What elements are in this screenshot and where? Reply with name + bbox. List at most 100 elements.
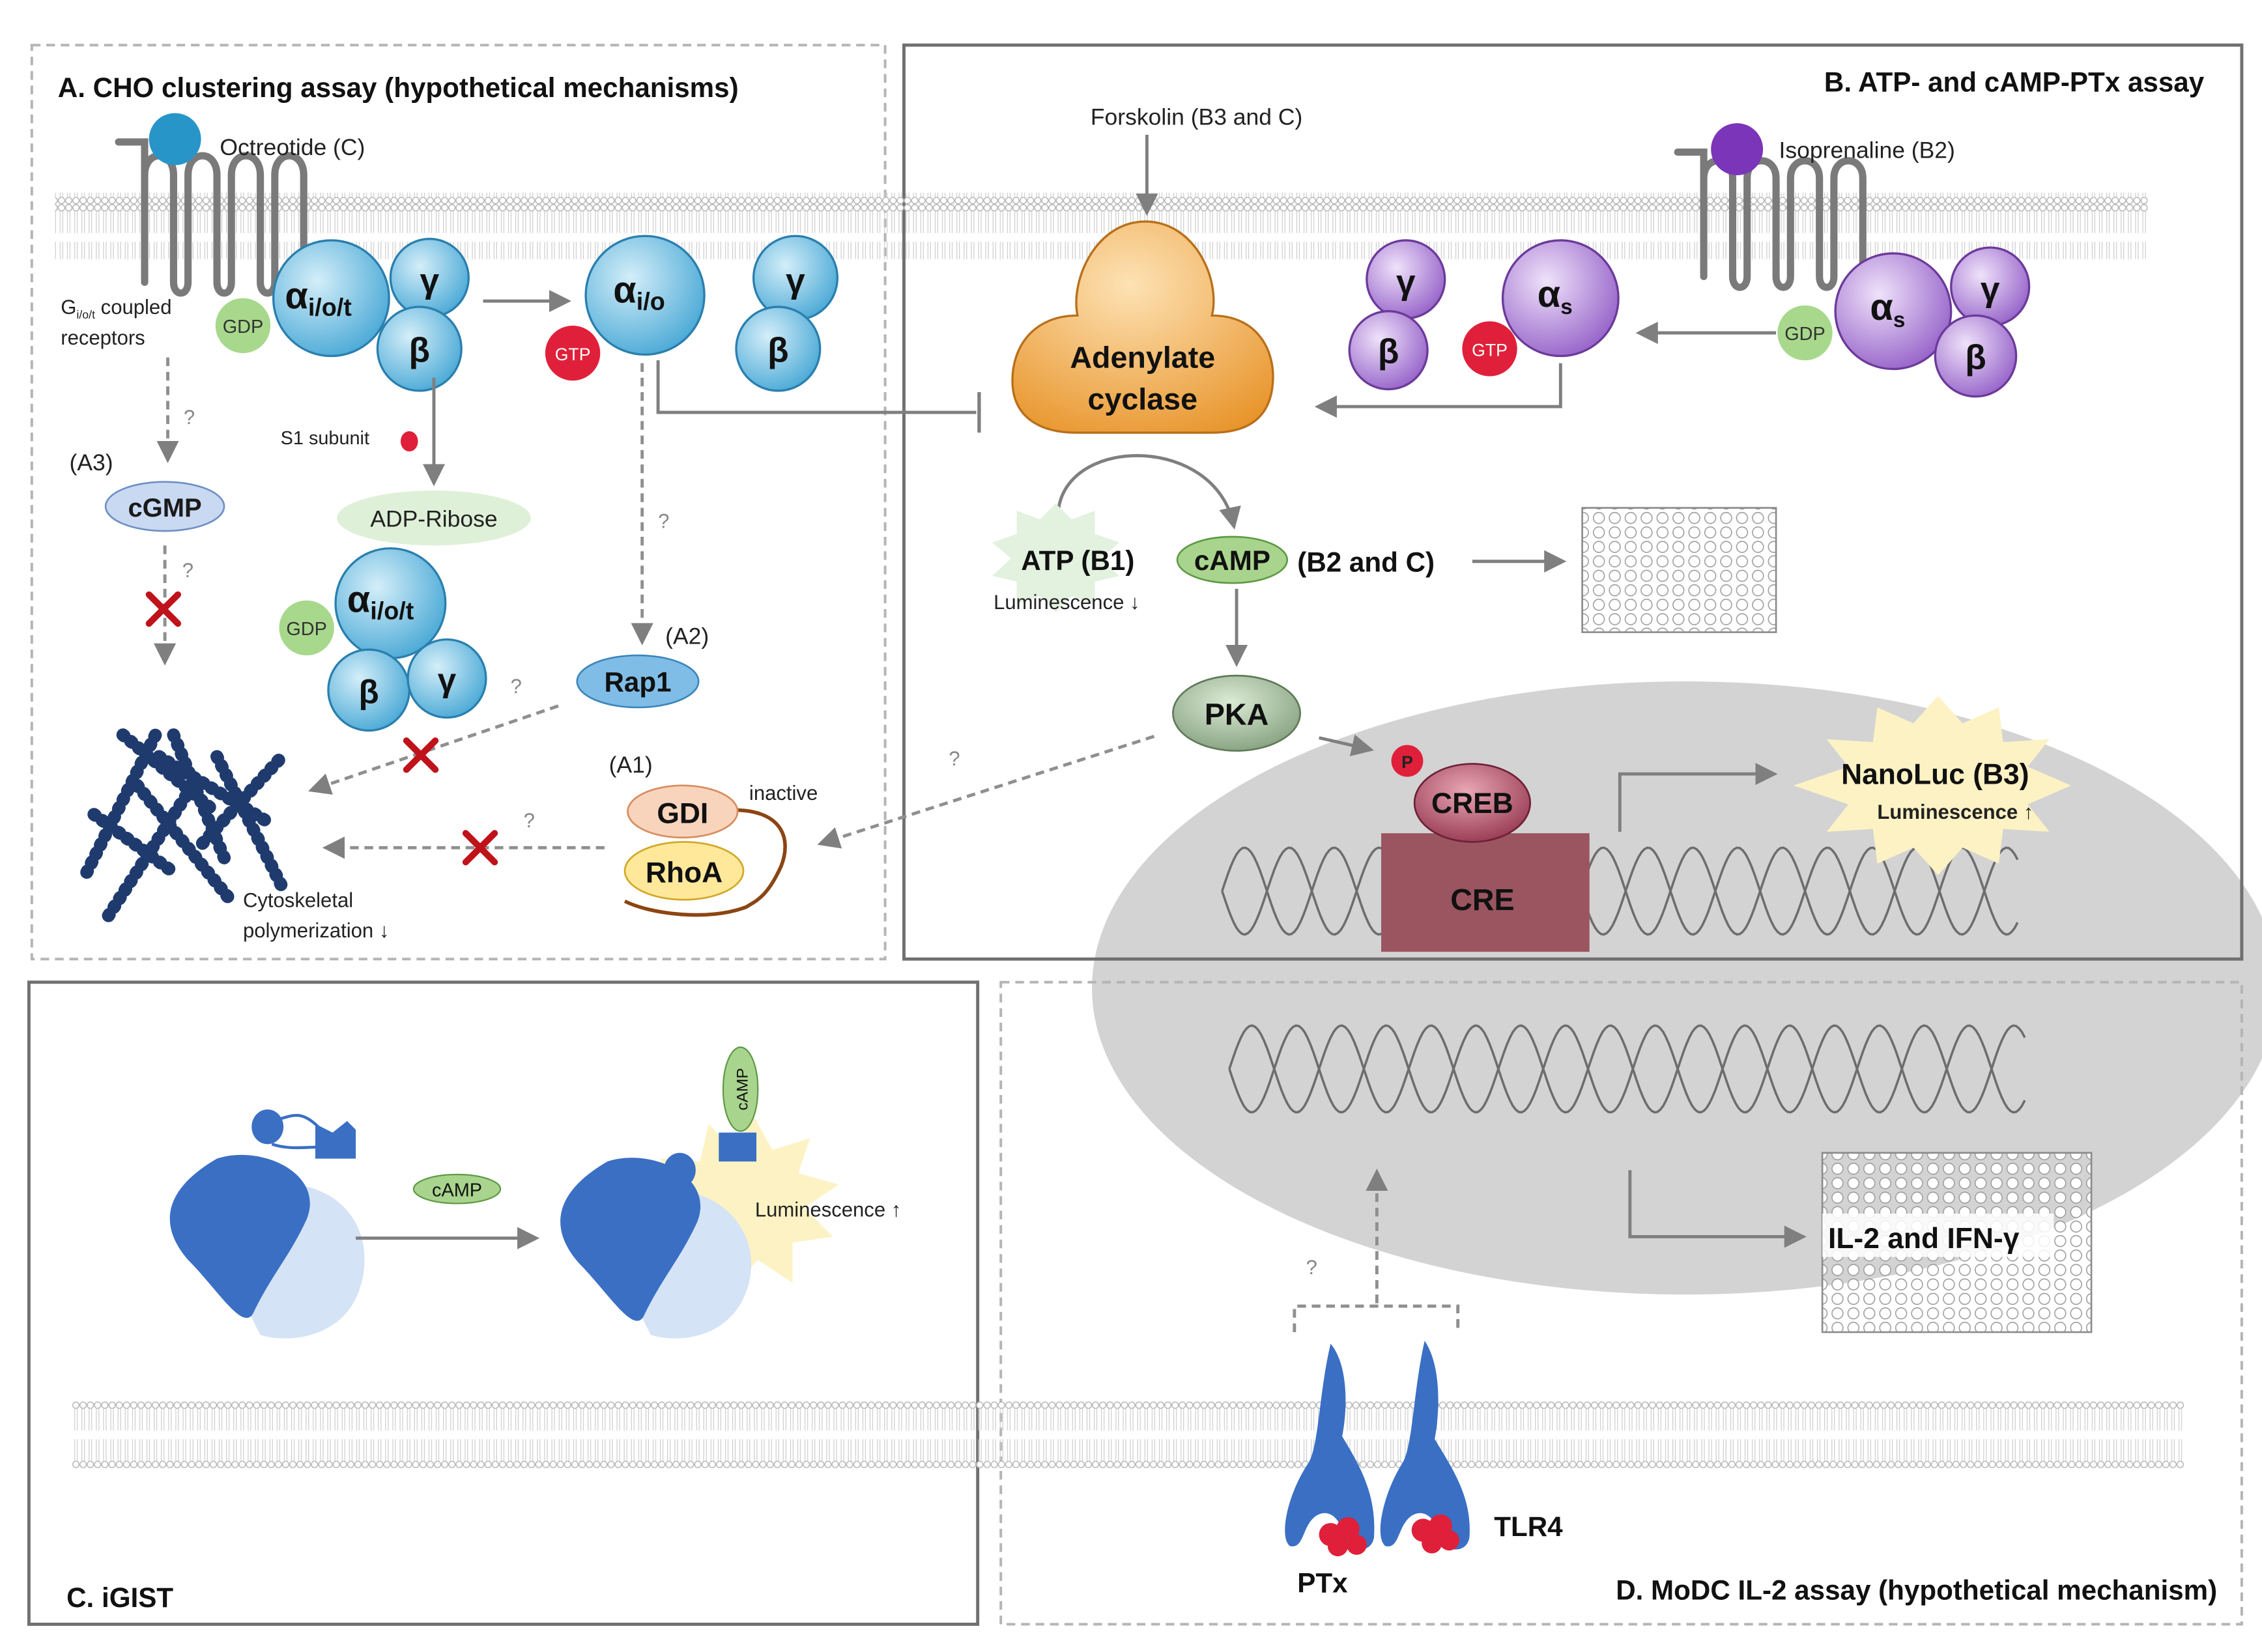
il2-ifn-label: IL-2 and IFN-γ	[1828, 1223, 2020, 1255]
tlr4-bracket	[1293, 1304, 1460, 1332]
block-cross-cgmp	[145, 591, 182, 627]
phospho-label: P	[1401, 752, 1413, 772]
inactive-label: inactive	[749, 782, 818, 805]
ptx-toxin	[1319, 1514, 1459, 1557]
alpha-s-activation-arrow	[1314, 363, 1562, 418]
camp-assay-label: (B2 and C)	[1297, 547, 1435, 577]
block-cross-rhoa	[462, 830, 498, 866]
camp-oval-c	[412, 1173, 502, 1204]
rap1-oval	[576, 654, 700, 709]
pka-to-rhoa-arrow	[817, 735, 1155, 849]
question-mark-ribosylated: ?	[511, 675, 522, 698]
gamma-subunit-ribosylated	[407, 638, 487, 719]
igist-luminescence-label: Luminescence ↑	[755, 1198, 901, 1221]
gs-receptor	[1674, 148, 1867, 291]
beta-label-a: β	[409, 331, 431, 369]
octreotide-label: Octreotide (C)	[220, 134, 365, 160]
panel-c-border	[27, 980, 980, 1626]
panel-b-title: B. ATP- and cAMP-PTx assay	[1824, 66, 2205, 97]
panel-b-border	[902, 43, 2244, 961]
cell-membrane-bottom	[72, 1401, 2184, 1468]
alpha-s-subunit-free	[1501, 239, 1620, 358]
gamma-label-gs-free: γ	[1396, 263, 1416, 302]
atp-starburst	[992, 503, 1120, 612]
creb-label: CREB	[1431, 788, 1513, 819]
cre-box	[1381, 833, 1590, 952]
nanoluc-starburst	[1793, 696, 2071, 876]
gtp-ball-gs	[1462, 321, 1517, 377]
panel-c-title: C. iGIST	[66, 1582, 173, 1613]
atp-luminescence-label: Luminescence ↓	[994, 591, 1139, 614]
camp-oval	[1176, 535, 1289, 584]
gdp-label: GDP	[223, 317, 264, 337]
ptx-label: PTx	[1297, 1568, 1348, 1599]
beta-subunit-free	[735, 306, 822, 392]
gamma-label-gs: γ	[1981, 270, 2000, 309]
gamma-label-a: γ	[420, 262, 440, 300]
gdi-oval	[627, 784, 739, 839]
dna-helix-d	[1228, 1024, 2026, 1114]
cytoskeleton-label-line2: polymerization ↓	[243, 919, 389, 942]
a2-label: (A2)	[665, 623, 709, 649]
alpha-s-subunit	[1834, 252, 1953, 371]
rhoa-gdi-linker	[623, 808, 787, 917]
adenylate-cyclase-line1: Adenylate	[1070, 340, 1215, 374]
a3-label: (A3)	[70, 449, 113, 476]
nanoluc-label: NanoLuc (B3)	[1841, 759, 2029, 791]
dna-helix-b	[1221, 846, 2019, 936]
cgmp-oval	[104, 481, 225, 532]
camp-bound-label: cAMP	[734, 1068, 752, 1110]
tlr4-label: TLR4	[1494, 1511, 1563, 1542]
rhoa-label: RhoA	[646, 857, 723, 889]
alpha-s-label: αs	[1870, 287, 1905, 332]
gdp-ball	[215, 298, 271, 354]
adp-ribose-label: ADP-Ribose	[370, 506, 497, 532]
gtp-label-a: GTP	[555, 345, 591, 364]
beta-label-free: β	[767, 331, 789, 369]
panel-d-title: D. MoDC IL-2 assay (hypothetical mechani…	[1616, 1575, 2217, 1606]
well-plate-b	[1581, 507, 1777, 633]
s1-subunit-label: S1 subunit	[281, 428, 369, 449]
atp-label: ATP (B1)	[1021, 545, 1134, 576]
gamma-label-ribosylated: γ	[438, 662, 457, 699]
gdp-ball-ribosylated	[279, 600, 334, 656]
igist-sensor-inactive	[169, 1109, 365, 1339]
gdp-label-gs: GDP	[1784, 324, 1825, 345]
gdi-label: GDI	[657, 798, 708, 830]
gtp-label-gs: GTP	[1472, 341, 1508, 360]
creb-oval	[1413, 763, 1532, 843]
beta-label-gs: β	[1965, 338, 1986, 377]
receptor-label: Gi/o/t coupled	[61, 296, 171, 321]
alpha-iot-label: αi/o/t	[285, 275, 352, 320]
beta-subunit-gs-free	[1348, 310, 1429, 391]
isoprenaline-label: Isoprenaline (B2)	[1779, 137, 1955, 163]
pka-to-creb-arrow	[1319, 734, 1374, 756]
cytoskeleton-filaments	[80, 721, 289, 922]
pka-label: PKA	[1205, 698, 1268, 732]
cytoskeleton-label-line1: Cytoskeletal	[243, 889, 353, 911]
octreotide-ligand	[149, 113, 201, 165]
beta-label-ribosylated: β	[359, 673, 379, 710]
alpha-io-inhibition-line	[656, 360, 977, 414]
receptor-label-line2: receptors	[61, 326, 145, 349]
alpha-s-free-label: αs	[1538, 274, 1573, 319]
block-cross-rap1	[403, 737, 439, 773]
gdp-label-ribosylated: GDP	[286, 619, 327, 640]
il2-label-bg	[1822, 1213, 2054, 1257]
atp-to-camp-arc	[1057, 454, 1241, 530]
s1-subunit-dot	[400, 431, 418, 452]
beta-subunit-gs	[1934, 314, 2018, 398]
adenylate-cyclase-line2: cyclase	[1088, 382, 1197, 416]
isoprenaline-ligand	[1711, 123, 1764, 176]
nanoluc-luminescence-label: Luminescence ↑	[1877, 801, 2033, 823]
gtp-ball-a	[545, 325, 601, 381]
alpha-io-label: αi/o	[613, 269, 665, 315]
gdp-ball-gs	[1777, 305, 1833, 361]
pka-oval	[1172, 674, 1302, 752]
question-mark-tlr4: ?	[1306, 1256, 1317, 1279]
tlr4-receptor	[1285, 1341, 1470, 1550]
panel-a-title: A. CHO clustering assay (hypothetical me…	[58, 72, 739, 103]
panel-a-border	[30, 44, 887, 961]
question-mark-cgmp: ?	[182, 559, 193, 582]
